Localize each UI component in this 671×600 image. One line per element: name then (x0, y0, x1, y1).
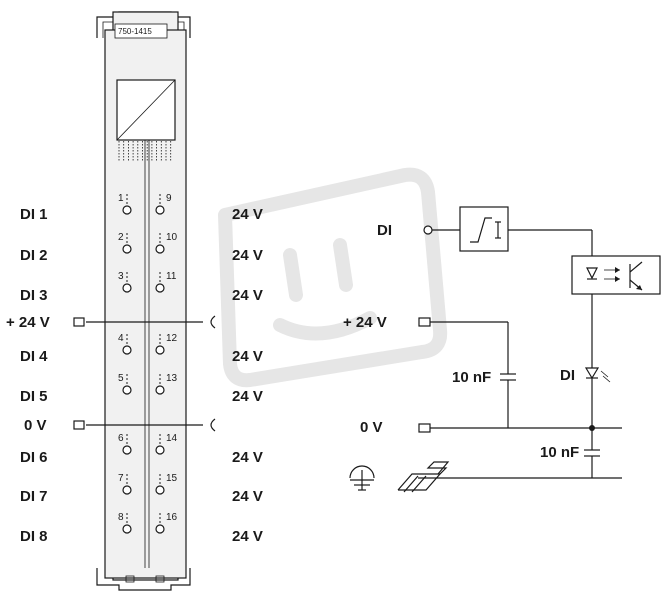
terminal-number: 14 (166, 433, 178, 444)
label-cap1: 10 nF (452, 369, 491, 386)
terminal-number: 13 (166, 373, 178, 384)
label-di5: DI 5 (20, 388, 48, 405)
terminal-right-11: 11 (155, 271, 177, 293)
terminal-number: 5 (118, 373, 124, 384)
terminal-number: 6 (118, 433, 124, 444)
label-di7: DI 7 (20, 488, 48, 505)
terminal-number: 10 (166, 232, 178, 243)
label-di8: DI 8 (20, 528, 48, 545)
label-24v-6: 24 V (232, 449, 263, 466)
label-24v-5: 24 V (232, 388, 263, 405)
terminal-right-10: 10 (155, 232, 178, 254)
zero-contact (210, 418, 216, 432)
terminal-left-8: 8 (118, 512, 132, 534)
module-model-label: 750-1415 (118, 27, 152, 36)
terminal-number: 9 (166, 193, 172, 204)
schematic-label-plus24: + 24 V (343, 314, 387, 331)
label-24v-7: 24 V (232, 488, 263, 505)
terminal-left-6: 6 (118, 433, 132, 455)
terminal-number: 12 (166, 333, 178, 344)
terminal-left-3: 3 (118, 271, 132, 293)
label-di2: DI 2 (20, 247, 48, 264)
din-rail-icon (397, 461, 450, 493)
terminal-left-1: 1 (118, 193, 132, 215)
terminal-number: 15 (166, 473, 178, 484)
schematic-label-zero: 0 V (360, 419, 383, 436)
terminal-number: 3 (118, 271, 124, 282)
terminal-number: 1 (118, 193, 124, 204)
terminal-number: 7 (118, 473, 124, 484)
label-24v-8: 24 V (232, 528, 263, 545)
label-di3: DI 3 (20, 287, 48, 304)
schematic-label-di-led: DI (560, 367, 575, 384)
earth-ground-icon (349, 465, 375, 491)
terminal-right-14: 14 (155, 433, 178, 455)
terminal-number: 8 (118, 512, 124, 523)
label-24v-2: 24 V (232, 247, 263, 264)
optocoupler (571, 255, 661, 295)
terminal-number: 2 (118, 232, 124, 243)
label-24v-3: 24 V (232, 287, 263, 304)
label-zero: 0 V (24, 417, 47, 434)
label-plus24: + 24 V (6, 314, 50, 331)
watermark-logo (218, 167, 448, 388)
io-module: 750-1415 1 9 2 10 3 11 4 12 5 13 6 14 7 15 8 16 (73, 11, 216, 591)
terminal-number: 4 (118, 333, 124, 344)
schematic-plus24-terminal (418, 317, 431, 327)
terminal-number: 16 (166, 512, 178, 523)
terminal-right-12: 12 (155, 333, 178, 355)
terminal-right-16: 16 (155, 512, 178, 534)
terminal-left-7: 7 (118, 473, 132, 495)
label-24v-4: 24 V (232, 348, 263, 365)
zero-terminal (73, 420, 85, 430)
plus24-terminal (73, 317, 85, 327)
terminal-points: 1 9 2 10 3 11 4 12 5 13 6 14 7 15 8 16 (118, 193, 178, 534)
input-schematic: DI DI + 24 V (343, 206, 661, 493)
terminal-number: 11 (166, 271, 177, 282)
terminal-right-9: 9 (155, 193, 172, 215)
label-di6: DI 6 (20, 449, 48, 466)
terminal-right-13: 13 (155, 373, 178, 395)
schematic-zero-terminal (418, 423, 431, 433)
label-di4: DI 4 (20, 348, 48, 365)
plus24-contact (210, 315, 216, 329)
contact-comb (118, 141, 172, 162)
label-24v-1: 24 V (232, 206, 263, 223)
terminal-right-15: 15 (155, 473, 178, 495)
status-led-icon (584, 367, 600, 380)
terminal-left-4: 4 (118, 333, 132, 355)
terminal-left-5: 5 (118, 373, 132, 395)
label-di1: DI 1 (20, 206, 48, 223)
di-input-terminal (423, 225, 433, 235)
terminal-left-2: 2 (118, 232, 132, 254)
filter-block (459, 206, 509, 252)
schematic-label-di: DI (377, 222, 392, 239)
label-cap2: 10 nF (540, 444, 579, 461)
